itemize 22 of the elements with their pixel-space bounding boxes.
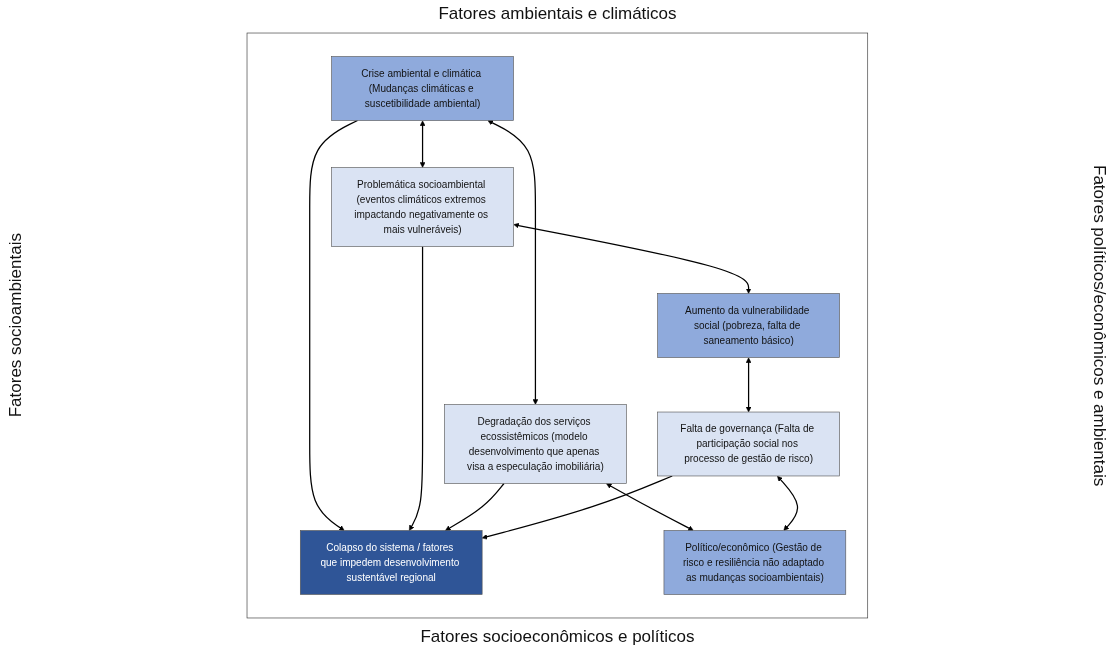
node-box: Degradação dos serviços ecossistêmicos (modelo desenvolvimento que apenas visa a especulação imobiliária) bbox=[444, 404, 627, 484]
arrow bbox=[309, 119, 359, 531]
axis-label: Fatores ambientais e climáticos bbox=[438, 3, 677, 25]
node-box: Político/econômico (Gestão de risco e resiliência não adaptado as mudanças socioambientais) bbox=[663, 530, 847, 595]
node-box: Colapso do sistema / fatores que impedem desenvolvimento sustentável regional bbox=[300, 530, 483, 595]
arrow bbox=[445, 482, 505, 531]
axis-label: Fatores socioeconômicos e políticos bbox=[420, 626, 695, 648]
node-box: Falta de governança (Falta de participação social nos processo de gestão de risco) bbox=[657, 411, 840, 477]
arrow bbox=[606, 483, 694, 531]
arrow bbox=[487, 120, 539, 405]
arrow bbox=[419, 120, 426, 168]
node-box: Aumento da vulnerabilidade social (pobreza, falta de saneamento básico) bbox=[657, 293, 840, 358]
arrow bbox=[409, 245, 424, 531]
arrow bbox=[482, 475, 673, 540]
node-box: Crise ambiental e climática (Mudanças climáticas e suscetibilidade ambiental) bbox=[331, 56, 514, 121]
cluster bbox=[246, 32, 869, 619]
arrow bbox=[777, 475, 799, 531]
arrow bbox=[513, 222, 752, 294]
node-box: Problemática socioambiental (eventos climáticos extremos impactando negativamente os mais vulneráveis) bbox=[331, 167, 514, 247]
axis-label: Fatores políticos/econômicos e ambientais bbox=[1089, 164, 1110, 487]
arrow bbox=[745, 357, 752, 413]
axis-label: Fatores socioambientais bbox=[5, 233, 26, 418]
